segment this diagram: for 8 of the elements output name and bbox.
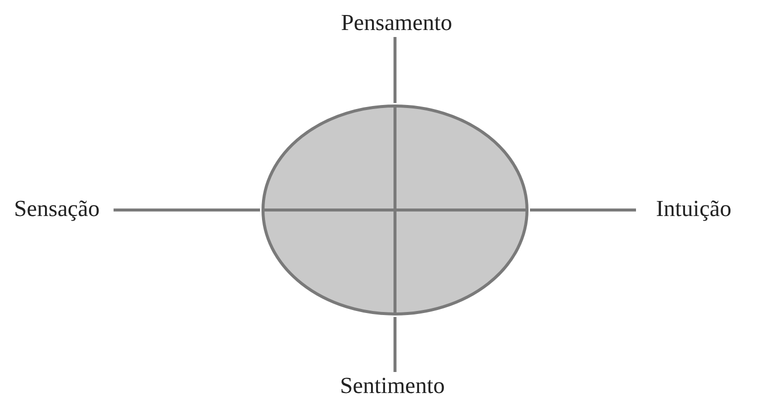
axis-label: Sensação (14, 196, 100, 222)
axis-line (394, 37, 396, 103)
axis-line (394, 317, 396, 372)
axis-label: Intuição (656, 196, 732, 222)
axis-label: Sentimento (340, 373, 445, 399)
axis-line (114, 208, 260, 212)
axis-label: Pensamento (341, 10, 452, 36)
axis-line (530, 208, 636, 212)
